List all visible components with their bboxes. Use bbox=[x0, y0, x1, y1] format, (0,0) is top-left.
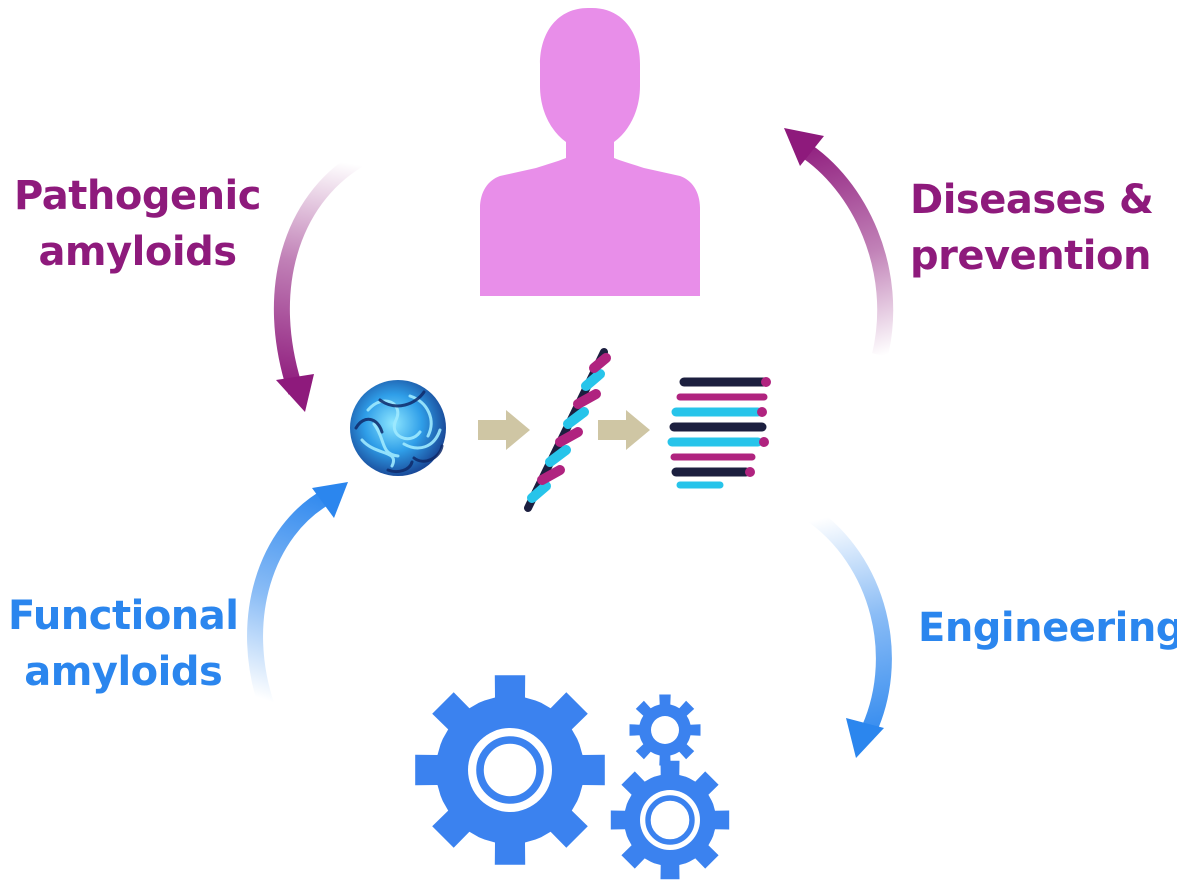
process-arrow-2 bbox=[598, 410, 650, 450]
diseases-arrow bbox=[784, 128, 894, 357]
medium-gear-icon bbox=[610, 760, 730, 880]
functional-label-line1: Functional bbox=[8, 593, 239, 639]
pathogenic-label-line2: amyloids bbox=[38, 229, 237, 275]
gear-hole bbox=[651, 716, 679, 744]
pathogenic-arrow bbox=[273, 153, 363, 412]
functional-arrow bbox=[247, 482, 348, 713]
diseases-label-line2: prevention bbox=[910, 233, 1151, 279]
amyloid-fibril-stack-icon bbox=[667, 377, 771, 489]
gear-ring bbox=[645, 795, 695, 845]
diseases-label-line1: Diseases & bbox=[910, 177, 1154, 223]
functional-label-line2: amyloids bbox=[24, 649, 223, 695]
engineering-arrow bbox=[803, 505, 892, 758]
protofibril-helix-icon bbox=[524, 348, 611, 512]
gear-ring bbox=[476, 736, 544, 804]
protein-monomer-icon bbox=[350, 380, 446, 476]
small-gear-icon bbox=[629, 694, 701, 766]
diseases-prevention-label: Diseases & prevention bbox=[910, 172, 1154, 284]
engineering-label-line1: Engineering bbox=[918, 605, 1177, 651]
engineering-label: Engineering bbox=[918, 600, 1177, 656]
functional-amyloids-label: Functional amyloids bbox=[8, 588, 239, 700]
human-silhouette-icon bbox=[480, 8, 700, 296]
process-arrow-1 bbox=[478, 410, 530, 450]
large-gear-icon bbox=[415, 675, 605, 865]
pathogenic-amyloids-label: Pathogenic amyloids bbox=[14, 168, 261, 280]
pathogenic-label-line1: Pathogenic bbox=[14, 173, 261, 219]
gears-icon bbox=[415, 675, 730, 880]
